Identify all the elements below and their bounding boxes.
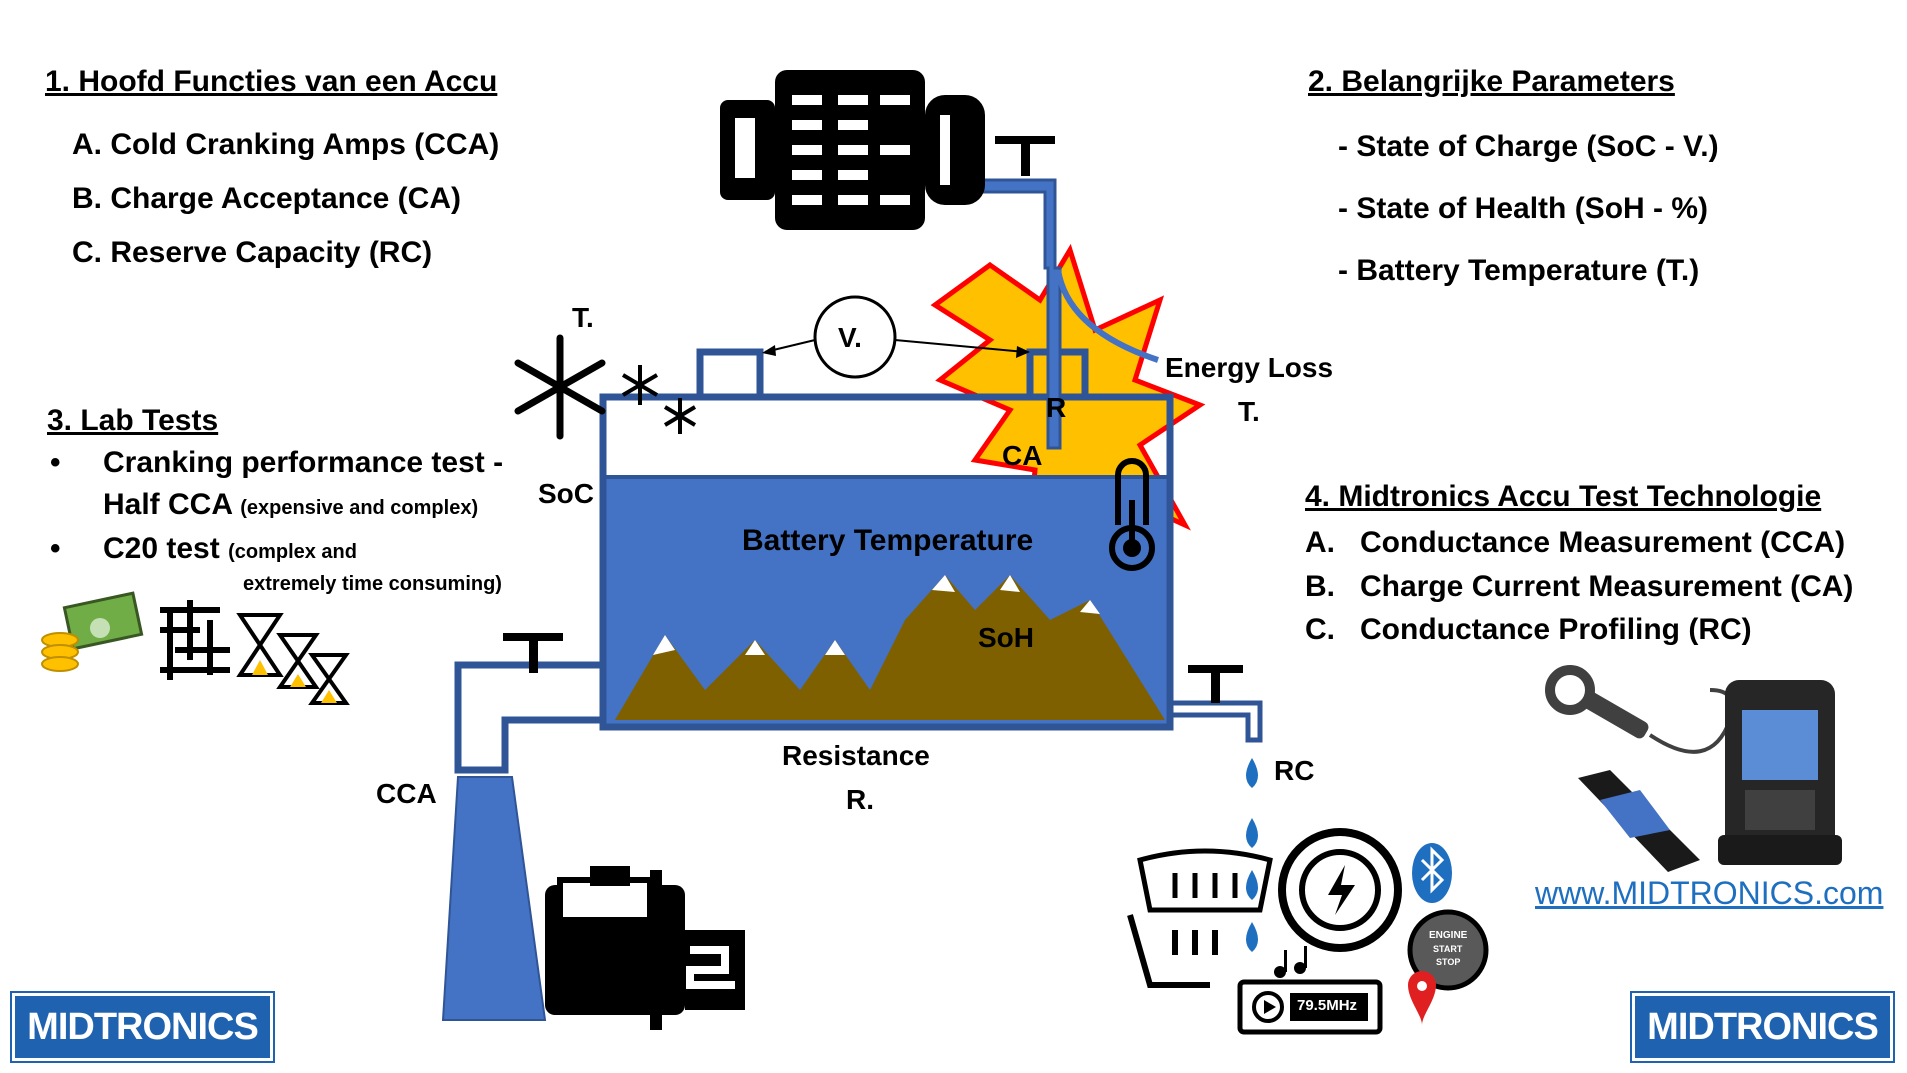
radio-frequency: 79.5MHz (1297, 997, 1358, 1014)
midtronics-logo-left: MIDTRONICS (10, 991, 275, 1063)
section4-item-b-letter: B. (1305, 570, 1335, 603)
engine-button-line2: START (1433, 944, 1463, 954)
section1-item-b: B. Charge Acceptance (CA) (72, 182, 461, 215)
alternator-icon (720, 70, 985, 230)
positive-terminal (696, 348, 764, 397)
bluetooth-icon (1412, 843, 1452, 903)
label-energy-loss: Energy Loss (1165, 352, 1334, 383)
section3-title: 3. Lab Tests (47, 404, 219, 437)
label-soh: SoH (978, 622, 1034, 653)
section2-item-temp: - Battery Temperature (T.) (1338, 254, 1700, 287)
section4-item-a-letter: A. (1305, 526, 1335, 559)
label-battery-temperature: Battery Temperature (742, 524, 1034, 557)
midtronics-logo-right: MIDTRONICS (1630, 991, 1895, 1063)
section2-item-soc: - State of Charge (SoC - V.) (1338, 130, 1719, 163)
rc-outlet-pipe (1170, 700, 1263, 743)
starter-motor-icon (545, 866, 745, 1030)
section3-item2-line2: extremely time consuming) (243, 573, 502, 595)
sensor-module-icon (1578, 770, 1700, 872)
soh-mountains-icon (615, 575, 1165, 720)
cca-valve-icon (503, 633, 563, 673)
battery-tester-device-icon (1718, 680, 1842, 865)
engine-button-line3: STOP (1436, 957, 1461, 967)
label-t-top: T. (572, 302, 594, 333)
radio-icon (1237, 979, 1383, 1035)
section3-item1-line1: Cranking performance test - (103, 446, 504, 479)
label-cca: CCA (376, 778, 437, 809)
section3-item1-line2: Half CCA (expensive and complex) (103, 488, 479, 521)
section4-item-c: Conductance Profiling (RC) (1360, 613, 1752, 646)
label-r: R (1046, 392, 1067, 423)
section4-item-c-letter: C. (1305, 613, 1335, 646)
section3-item2-line1: C20 test (complex and (103, 532, 357, 565)
label-soc: SoC (538, 478, 594, 509)
battery-case (599, 393, 1174, 731)
label-resistance: Resistance (782, 740, 930, 771)
engine-start-stop-icon (1407, 909, 1489, 991)
charging-pipe (973, 178, 1062, 450)
section4-title: 4. Midtronics Accu Test Technologie (1305, 480, 1822, 513)
section2-item-soh: - State of Health (SoH - %) (1338, 192, 1709, 225)
cca-flow (441, 776, 547, 1021)
label-voltmeter: V. (838, 322, 862, 353)
section1-title: 1. Hoofd Functies van een Accu (45, 65, 498, 98)
steering-wheel-icon (1278, 828, 1402, 952)
label-t-right: T. (1238, 396, 1260, 427)
engine-button-line1: ENGINE (1429, 930, 1468, 941)
location-pin-icon (1408, 971, 1436, 1025)
section3-bullet-2: • (50, 532, 61, 565)
defrost-icon (1137, 848, 1273, 913)
section4-item-b: Charge Current Measurement (CA) (1360, 570, 1854, 603)
maze-icon (160, 600, 230, 680)
music-note-icon (1274, 946, 1307, 978)
cca-outlet-pipe (454, 661, 603, 774)
heated-seat-icon (1127, 914, 1218, 988)
rc-valve-icon (1188, 665, 1243, 703)
section3-bullet-1: • (50, 446, 61, 479)
label-resistance-r: R. (846, 784, 874, 815)
section2-title: 2. Belangrijke Parameters (1308, 65, 1675, 98)
hourglass-icon (236, 613, 350, 705)
money-icon (41, 591, 144, 672)
label-ca: CA (1002, 440, 1043, 471)
current-clamp-icon (1545, 665, 1735, 754)
midtronics-link[interactable]: www.MIDTRONICS.com (1535, 875, 1884, 911)
section1-item-c: C. Reserve Capacity (RC) (72, 236, 433, 269)
snowflake-icon (514, 334, 606, 440)
section1-item-a: A. Cold Cranking Amps (CCA) (72, 128, 500, 161)
charge-valve-icon (995, 136, 1055, 176)
section4-item-a: Conductance Measurement (CCA) (1360, 526, 1846, 559)
voltmeter-icon (813, 295, 897, 379)
label-rc: RC (1274, 755, 1315, 786)
water-droplet-icon (1246, 758, 1258, 952)
